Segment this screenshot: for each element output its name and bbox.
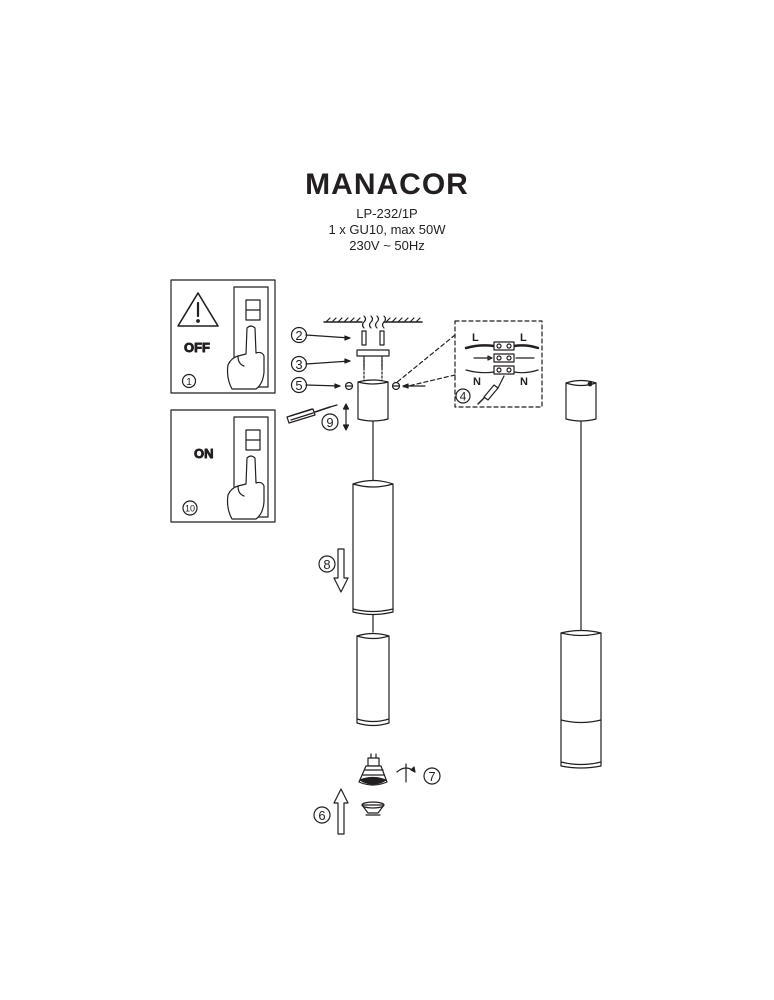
arrow-up-icon	[333, 788, 349, 835]
on-label: ON	[194, 446, 214, 461]
step-1-number: 1	[186, 377, 192, 388]
power-off-panel: OFF 1	[170, 279, 276, 394]
arrow-down-icon	[333, 548, 349, 593]
screwdriver-icon	[477, 384, 499, 405]
step-6-number: 6	[318, 808, 325, 823]
step-7-marker: 7	[423, 767, 441, 785]
step-10-number: 10	[185, 504, 195, 514]
assembled-lamp	[560, 379, 602, 769]
lamp-shade	[352, 479, 394, 616]
voltage-spec: 230V ~ 50Hz	[349, 238, 425, 253]
wiring-detail: L L N N 4	[395, 320, 543, 408]
neutral-right-label: N	[520, 376, 528, 388]
step-8-number: 8	[323, 557, 330, 572]
step-7-number: 7	[428, 769, 435, 784]
step-3-marker: 3	[290, 355, 308, 373]
hand-icon	[226, 325, 265, 390]
bulb-spec: 1 x GU10, max 50W	[328, 222, 446, 237]
lamp-body	[356, 632, 390, 727]
rotate-arrow-icon	[396, 763, 416, 783]
adjust-arrow-icon	[342, 403, 350, 431]
step-9-marker: 9	[321, 413, 339, 431]
ceiling-canopy	[357, 379, 389, 422]
step-3-number: 3	[295, 357, 302, 372]
step-5-marker: 5	[290, 376, 308, 394]
live-left-label: L	[472, 332, 479, 344]
ceiling	[323, 315, 423, 329]
step-8-marker: 8	[318, 555, 336, 573]
hand-icon	[226, 455, 265, 520]
bulb-ring	[361, 801, 385, 816]
neutral-left-label: N	[473, 376, 481, 388]
live-right-label: L	[520, 332, 527, 344]
step-2-marker: 2	[290, 326, 308, 344]
step-9-number: 9	[326, 415, 333, 430]
step-2-number: 2	[295, 328, 302, 343]
off-label: OFF	[184, 340, 210, 355]
step-6-marker: 6	[313, 806, 331, 824]
gu10-bulb-icon	[358, 753, 388, 786]
warning-icon	[177, 292, 219, 327]
terminal-block	[493, 341, 515, 375]
model-number: LP-232/1P	[356, 206, 418, 221]
mounting-bracket	[356, 349, 390, 357]
wall-plugs	[361, 330, 385, 346]
product-title: MANACOR	[305, 168, 469, 201]
step-4-number: 4	[460, 390, 467, 404]
step-5-number: 5	[295, 378, 302, 393]
power-on-panel: ON 10	[170, 409, 276, 523]
screwdriver-icon	[286, 404, 338, 424]
